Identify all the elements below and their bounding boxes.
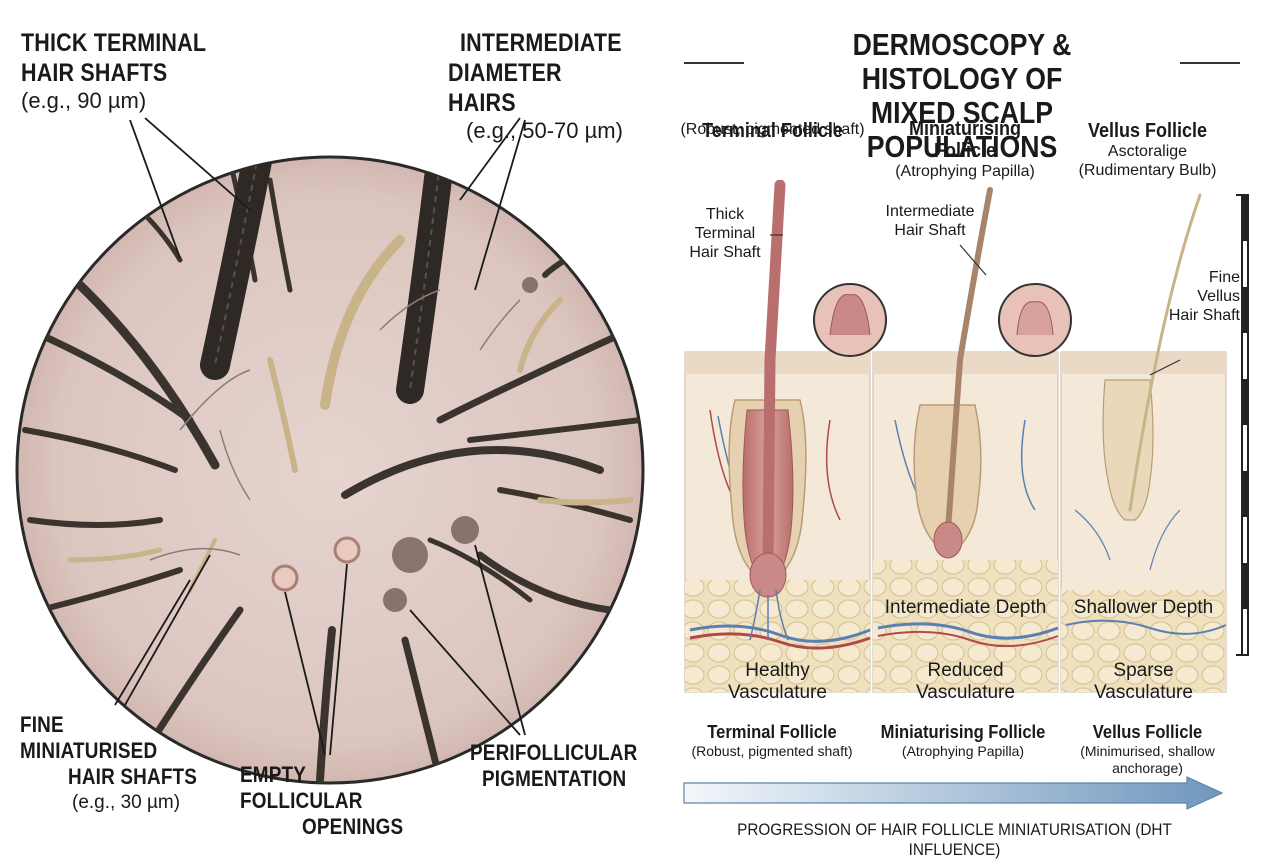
callout-terminal-hairs: THICK TERMINAL HAIR SHAFTS (e.g., 90 µm) [21,28,236,114]
dermoscopy-illustration [15,117,645,785]
column-title: Terminal Follicle [702,120,843,142]
column-subtitle: (Atrophying Papilla) [895,163,1035,180]
label-line: Healthy [745,660,810,681]
label-vasculature-sparse: Sparse Vasculature [1061,660,1226,704]
title-line: DERMOSCOPY & HISTOLOGY OF [852,27,1072,96]
panel-terminal [684,180,887,693]
label-shallower-depth: Shallower Depth [1073,597,1214,618]
callout-title: PERIFOLLICULAR [470,740,638,765]
panel-miniaturising [872,187,1072,693]
label-line: Vasculature [916,682,1015,703]
column-subtitle: Asctoralige [1107,143,1188,160]
caption-vellus: Vellus Follicle (Minimurised, shallow an… [1060,722,1235,777]
label-line: Thick [705,206,745,223]
label-line: Terminal [694,225,756,242]
hair-shafts [22,157,643,783]
callout-sub: (e.g., 50-70 µm) [466,118,623,143]
callout-sub: (e.g., 30 µm) [72,792,181,813]
label-line: Hair Shaft [1168,307,1240,324]
label-line: Sparse [1113,660,1174,681]
callout-title: HAIR SHAFTS [21,59,168,87]
column-header-miniaturising: Miniaturising Follicle (Atrophying Papil… [875,118,1055,181]
callout-title: PIGMENTATION [482,766,627,791]
caption-sub: (Minimurised, shallow [1080,743,1215,759]
progression-caption: PROGRESSION OF HAIR FOLLICLE MINIATURISA… [737,820,1172,859]
label-intermediate-depth: Intermediate Depth [884,597,1047,618]
title-line: MIXED SCALP POPULATIONS [866,95,1058,164]
caption-sub: anchorage) [1112,760,1183,776]
label-line: Vasculature [728,682,827,703]
histology-illustration [684,180,1249,693]
title-rule-left [684,62,744,64]
label-intermediate-shaft: Intermediate Hair Shaft [880,202,980,240]
label-vasculature-healthy: Healthy Vasculature [685,660,870,704]
caption-terminal: Terminal Follicle (Robust, pigmented sha… [672,722,872,760]
callout-title: EMPTY FOLLICULAR [240,762,363,813]
title-rule-right [1180,62,1240,64]
column-subtitle: (Robust, pigmented shaft) [680,121,865,138]
callout-title: DIAMETER HAIRS [448,59,562,117]
caption-title: Terminal Follicle [707,722,837,742]
callout-title: INTERMEDIATE [460,29,622,57]
panel-vellus [1060,193,1227,693]
perifollicular-pigmentation [383,277,538,612]
label-vasculature-reduced: Reduced Vasculature [873,660,1058,704]
column-header-terminal: Terminal Follicle (Robust, pigmented sha… [670,120,875,142]
caption-sub: (Atrophying Papilla) [901,743,1025,759]
progression-arrow [683,776,1224,810]
callout-intermediate-hairs: INTERMEDIATE DIAMETER HAIRS (e.g., 50-70… [442,28,642,144]
callout-empty-openings: EMPTY FOLLICULAR OPENINGS [240,762,440,840]
scale-bar [1236,194,1249,656]
caption-sub: (Robust, pigmented shaft) [691,743,853,759]
callout-fine-hairs: FINE MINIATURISED HAIR SHAFTS (e.g., 30 … [20,712,220,816]
label-line: Hair Shaft [894,222,966,239]
column-title: Vellus Follicle [1087,120,1208,142]
callout-title: THICK TERMINAL [21,29,207,57]
column-subtitle: (Rudimentary Bulb) [1078,162,1217,179]
label-line: Intermediate [885,203,975,220]
callout-title: HAIR SHAFTS [68,764,198,789]
callout-title: FINE MINIATURISED [20,712,158,763]
caption-title: Vellus Follicle [1092,722,1203,742]
caption-title: Miniaturising Follicle [880,722,1046,742]
label-line: Reduced [927,660,1004,681]
label-fine-shaft: Fine Vellus Hair Shaft [1150,268,1240,325]
column-header-vellus: Vellus Follicle Asctoralige (Rudimentary… [1060,120,1235,180]
page-title: DERMOSCOPY & HISTOLOGY OF MIXED SCALP PO… [744,28,1180,164]
callout-title: OPENINGS [302,814,404,839]
callout-perifollicular-pigmentation: PERIFOLLICULAR PIGMENTATION [470,740,650,792]
dermoscopy-field [15,155,645,785]
label-thick-shaft: Thick Terminal Hair Shaft [680,205,770,262]
leader-lines [114,117,526,756]
label-line: Vasculature [1094,682,1193,703]
label-line: Fine [1208,269,1240,286]
empty-follicular-openings [271,536,361,592]
label-line: Vellus [1197,288,1240,305]
column-title: Miniaturising [908,118,1021,140]
label-line: Hair Shaft [689,244,761,261]
column-title: Follicle [933,140,997,162]
caption-miniaturising: Miniaturising Follicle (Atrophying Papil… [868,722,1058,760]
callout-sub: (e.g., 90 µm) [21,88,147,113]
